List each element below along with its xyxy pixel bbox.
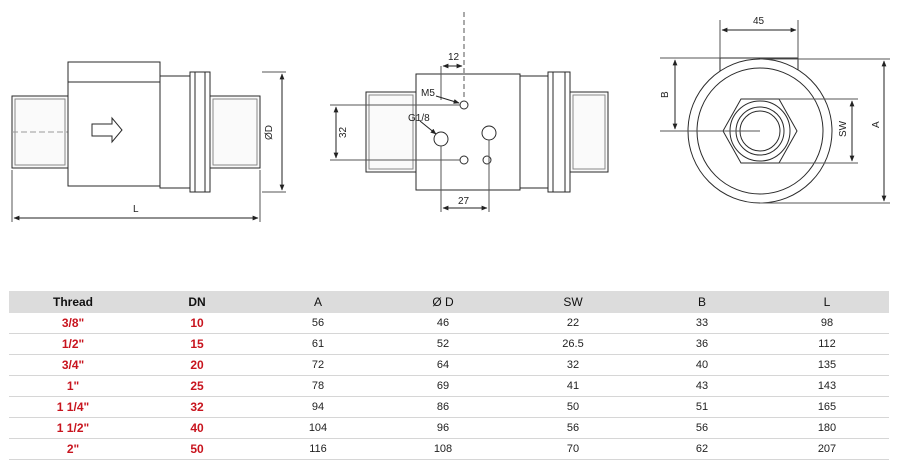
front-view (330, 12, 609, 212)
dim-45-label: 45 (753, 16, 765, 27)
cell-od: 46 (379, 313, 507, 334)
cell-thread: 2" (9, 438, 137, 460)
dim-32-label: 32 (338, 126, 349, 138)
dim-od-label: ØD (264, 125, 275, 140)
header-od: Ø D (379, 291, 507, 313)
header-dn: DN (137, 291, 257, 313)
cell-l: 180 (765, 417, 889, 439)
cell-dn: 25 (137, 375, 257, 397)
cell-od: 52 (379, 333, 507, 355)
dim-l-label: L (133, 204, 139, 215)
cell-dn: 15 (137, 333, 257, 355)
cell-b: 33 (639, 313, 765, 334)
cell-sw: 70 (507, 438, 639, 460)
cell-thread: 1 1/4" (9, 396, 137, 418)
cell-od: 96 (379, 417, 507, 439)
side-view (11, 61, 286, 222)
cell-od: 69 (379, 375, 507, 397)
cell-dn: 10 (137, 313, 257, 334)
cell-l: 112 (765, 333, 889, 355)
cell-sw: 50 (507, 396, 639, 418)
cell-dn: 32 (137, 396, 257, 418)
cell-a: 116 (257, 438, 379, 460)
technical-drawing: L ØD 12 M5 G1/8 32 27 (11, 12, 890, 222)
cell-b: 56 (639, 417, 765, 439)
header-thread: Thread (9, 291, 137, 313)
cell-a: 61 (257, 333, 379, 355)
header-b: B (639, 291, 765, 313)
cell-a: 78 (257, 375, 379, 397)
cell-thread: 1 1/2" (9, 417, 137, 439)
dim-m5-label: M5 (421, 88, 435, 99)
cell-sw: 22 (507, 313, 639, 334)
dim-b-label: B (660, 91, 671, 98)
cell-a: 56 (257, 313, 379, 334)
header-sw: SW (507, 291, 639, 313)
cell-thread: 1/2" (9, 333, 137, 355)
header-l: L (765, 291, 889, 313)
cell-thread: 3/4" (9, 354, 137, 376)
dim-a-label: A (871, 121, 882, 128)
cell-dn: 40 (137, 417, 257, 439)
cell-thread: 1" (9, 375, 137, 397)
cell-thread: 3/8" (9, 313, 137, 334)
dim-27-label: 27 (458, 196, 470, 207)
cell-l: 165 (765, 396, 889, 418)
cell-l: 143 (765, 375, 889, 397)
cell-b: 62 (639, 438, 765, 460)
cell-sw: 32 (507, 354, 639, 376)
dim-sw-label: SW (838, 120, 849, 137)
cell-sw: 41 (507, 375, 639, 397)
cell-od: 64 (379, 354, 507, 376)
dim-12-label: 12 (448, 52, 460, 63)
header-a: A (257, 291, 379, 313)
cell-a: 104 (257, 417, 379, 439)
cell-b: 43 (639, 375, 765, 397)
cell-b: 51 (639, 396, 765, 418)
cell-l: 207 (765, 438, 889, 460)
cell-sw: 26.5 (507, 333, 639, 355)
dim-g18-label: G1/8 (408, 113, 430, 124)
table-header-row: Thread DN A Ø D SW B L (9, 291, 889, 313)
cell-l: 135 (765, 354, 889, 376)
cell-b: 36 (639, 333, 765, 355)
cell-sw: 56 (507, 417, 639, 439)
cell-dn: 50 (137, 438, 257, 460)
cell-l: 98 (765, 313, 889, 334)
cell-a: 72 (257, 354, 379, 376)
cell-od: 86 (379, 396, 507, 418)
cell-b: 40 (639, 354, 765, 376)
end-view (660, 20, 890, 204)
cell-a: 94 (257, 396, 379, 418)
cell-dn: 20 (137, 354, 257, 376)
cell-od: 108 (379, 438, 507, 460)
